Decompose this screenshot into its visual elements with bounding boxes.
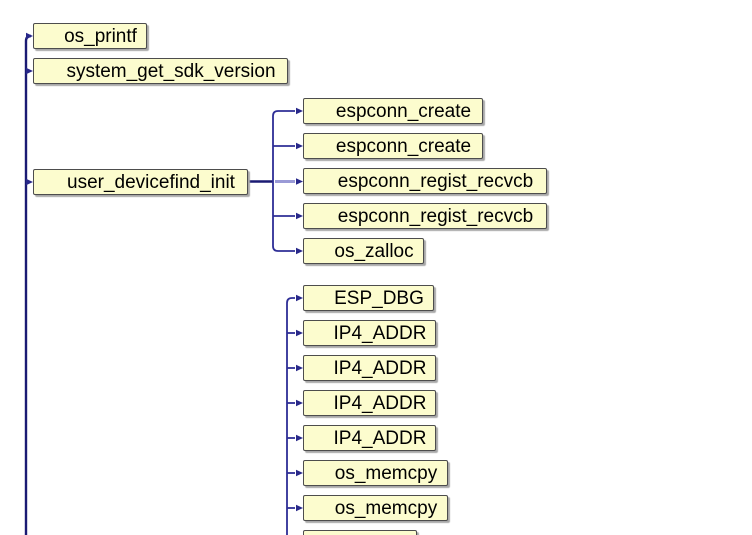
arrow-icon (296, 212, 303, 220)
node-ip4-addr-4[interactable]: IP4_ADDR (303, 425, 436, 451)
node-ip4-addr-3[interactable]: IP4_ADDR (303, 390, 436, 416)
arrow-icon (296, 107, 303, 115)
arrow-icon (296, 469, 303, 477)
node-clipped-bottom[interactable] (303, 530, 417, 535)
arrowheads (26, 32, 303, 512)
node-espconn-regist-recvcb-1[interactable]: espconn_regist_recvcb (303, 168, 547, 194)
arrow-icon (296, 178, 303, 185)
node-os-zalloc[interactable]: os_zalloc (303, 238, 424, 264)
arrow-icon (296, 364, 303, 372)
node-os-memcpy-2[interactable]: os_memcpy (303, 495, 448, 521)
node-os-memcpy-1[interactable]: os_memcpy (303, 460, 448, 486)
arrow-icon (26, 32, 33, 40)
lower-group-spine (286, 297, 295, 535)
node-user-devicefind-init[interactable]: user_devicefind_init (33, 169, 248, 195)
arrow-icon (26, 67, 33, 75)
main-trunk-line (24, 34, 273, 535)
arrow-icon (296, 294, 303, 302)
node-ip4-addr-1[interactable]: IP4_ADDR (303, 320, 436, 346)
node-esp-dbg[interactable]: ESP_DBG (303, 285, 434, 311)
arrow-icon (296, 434, 303, 442)
node-os-printf[interactable]: os_printf (33, 23, 147, 49)
node-system-get-sdk-version[interactable]: system_get_sdk_version (33, 58, 288, 84)
node-ip4-addr-2[interactable]: IP4_ADDR (303, 355, 436, 381)
arrow-icon (296, 329, 303, 337)
arrow-icon (296, 247, 303, 255)
devicefind-children-spine (272, 110, 295, 252)
arrow-icon (296, 142, 303, 150)
arrow-icon (296, 399, 303, 407)
arrow-icon (296, 504, 303, 512)
node-espconn-create-2[interactable]: espconn_create (303, 133, 483, 159)
node-espconn-regist-recvcb-2[interactable]: espconn_regist_recvcb (303, 203, 547, 229)
arrow-icon (26, 178, 33, 186)
node-espconn-create-1[interactable]: espconn_create (303, 98, 483, 124)
